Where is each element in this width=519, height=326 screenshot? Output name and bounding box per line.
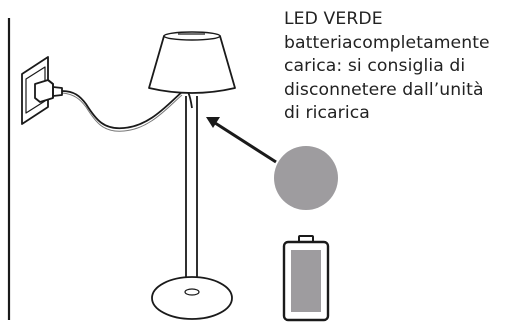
led-status-caption: LED VERDE batteriacompletamente carica: …	[284, 8, 516, 126]
caption-line: batteriacompletamente	[284, 32, 490, 53]
caption-line: di ricarica	[284, 103, 370, 124]
wall-socket-with-plug	[21, 56, 63, 125]
lamp-base	[151, 276, 233, 320]
led-indicator	[274, 146, 338, 210]
battery-fill	[291, 250, 321, 312]
indicator-arrow	[206, 117, 277, 164]
caption-line: disconnetere dall’unità	[284, 79, 484, 100]
caption-line: carica: si consiglia di	[284, 56, 466, 77]
battery-full-icon	[282, 235, 330, 322]
charging-cable	[61, 89, 193, 130]
caption-line: LED VERDE	[284, 9, 383, 29]
lamp-shade	[148, 31, 236, 94]
lamp-pole	[185, 96, 198, 290]
